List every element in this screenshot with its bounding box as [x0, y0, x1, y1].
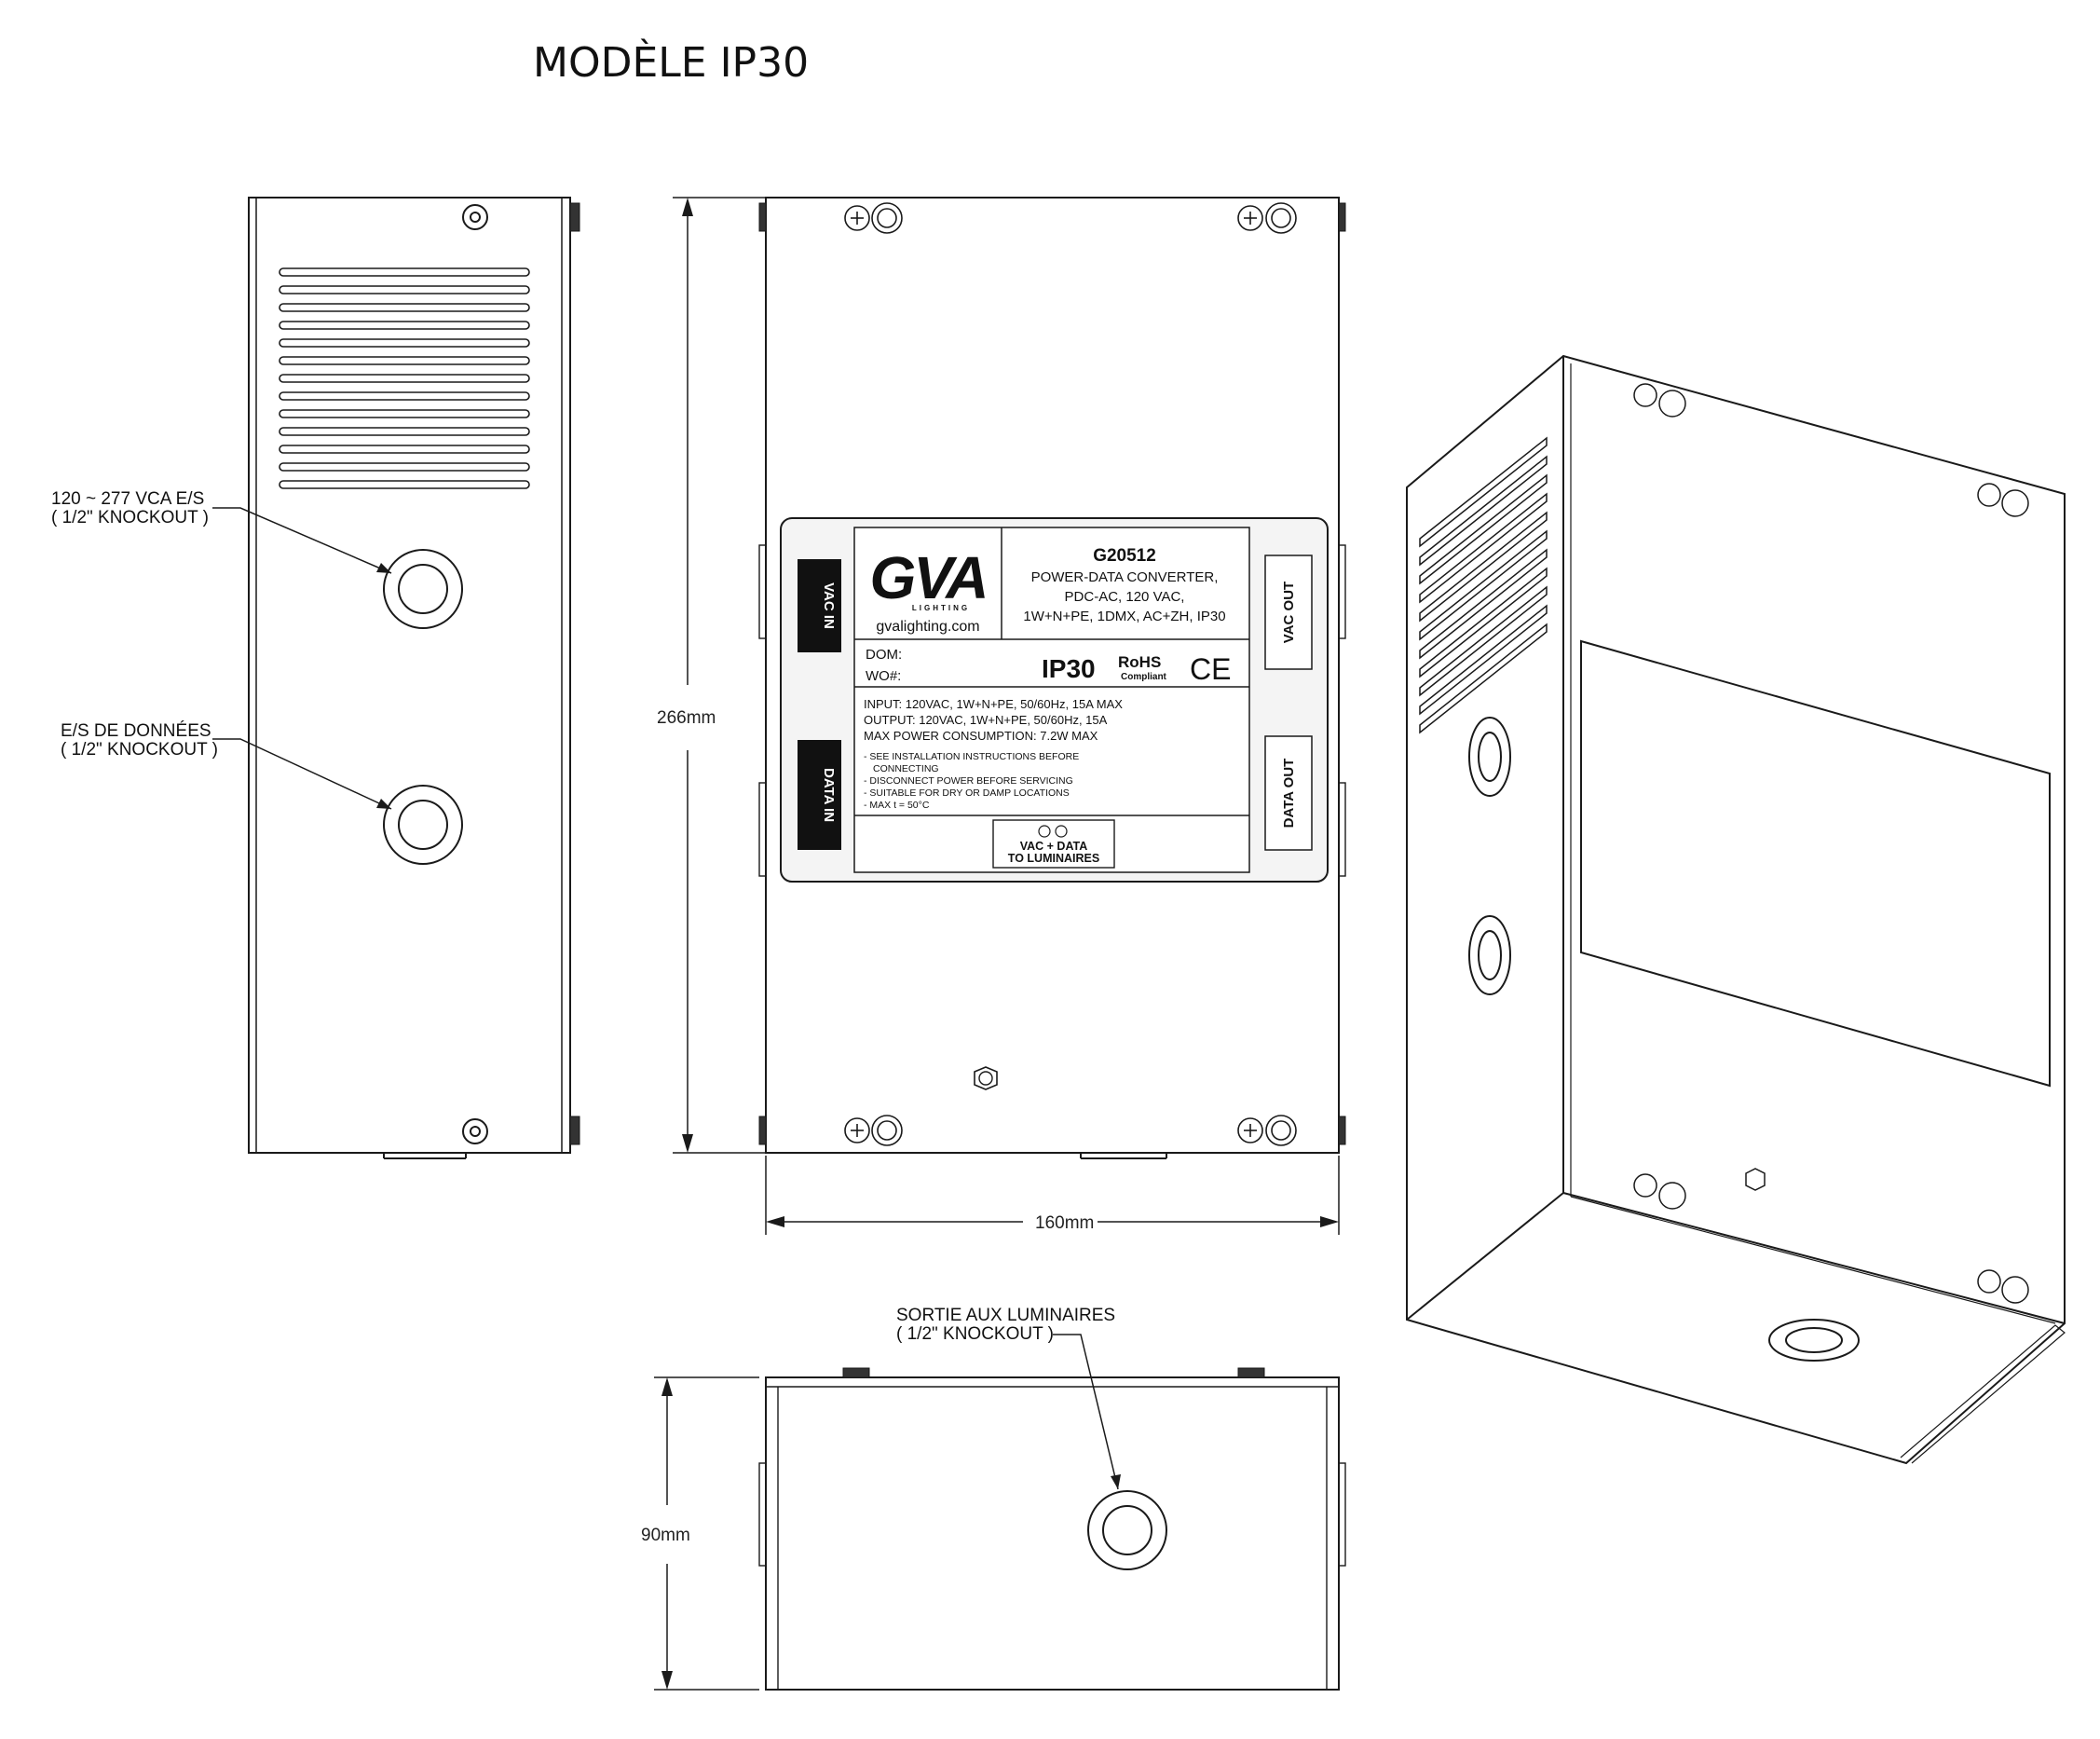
note-1: - SEE INSTALLATION INSTRUCTIONS BEFORE	[864, 751, 1079, 762]
data-symbol-icon	[1055, 825, 1068, 838]
front-view	[758, 197, 1346, 1159]
data-out-tab	[1264, 735, 1313, 851]
vent-slots	[279, 267, 530, 489]
vac-in-tab	[798, 559, 841, 652]
website: gvalighting.com	[876, 619, 979, 635]
side-view-body	[248, 197, 571, 1154]
output-knockout	[1087, 1490, 1167, 1570]
note-3: - SUITABLE FOR DRY OR DAMP LOCATIONS	[864, 787, 1070, 799]
wo-field: WO#:	[866, 668, 901, 684]
width-dimension	[765, 1156, 1340, 1235]
desc-line2: PDC-AC, 120 VAC,	[1065, 589, 1185, 605]
vac-out-tab	[1264, 555, 1313, 670]
iso-vent-slots	[1419, 436, 1548, 734]
ce-mark: CE	[1190, 652, 1231, 686]
output-callout-line2: ( 1/2" KNOCKOUT )	[896, 1324, 1054, 1344]
note-2: - DISCONNECT POWER BEFORE SERVICING	[864, 775, 1073, 787]
rohs-sub: Compliant	[1121, 672, 1167, 682]
output-callout-line1: SORTIE AUX LUMINAIRES	[896, 1306, 1115, 1325]
vac-callout-line2: ( 1/2" KNOCKOUT )	[51, 508, 209, 527]
desc-line3: 1W+N+PE, 1DMX, AC+ZH, IP30	[1023, 609, 1225, 624]
data-out-label: DATA OUT	[1281, 759, 1297, 828]
rohs-mark: RoHS	[1118, 653, 1161, 671]
height-value: 266mm	[657, 708, 716, 728]
note-1b: CONNECTING	[873, 763, 939, 774]
bottom-view	[758, 1334, 1346, 1691]
spec-max: MAX POWER CONSUMPTION: 7.2W MAX	[864, 729, 1098, 743]
bottom-view-body	[765, 1376, 1340, 1691]
height-dimension	[673, 197, 766, 1154]
data-knockout	[383, 785, 463, 865]
side-view	[212, 197, 580, 1159]
spec-output: OUTPUT: 120VAC, 1W+N+PE, 50/60Hz, 15A	[864, 713, 1108, 727]
front-view-body	[765, 197, 1340, 1154]
vac-in-label: VAC IN	[821, 582, 837, 629]
note-4: - MAX t = 50°C	[864, 800, 930, 811]
depth-dimension	[654, 1376, 759, 1691]
gva-logo-sub: LIGHTING	[912, 604, 970, 612]
drawing-title: MODÈLE IP30	[533, 37, 809, 87]
product-label: VAC IN DATA IN VAC OUT DATA OUT GVA LIGH…	[780, 517, 1329, 883]
data-in-label: DATA IN	[821, 768, 837, 822]
vac-out-label: VAC OUT	[1281, 582, 1297, 643]
vac-callout-line1: 120 ~ 277 VCA E/S	[51, 489, 204, 509]
iso-label-recess	[1580, 639, 2051, 1088]
spec-input: INPUT: 120VAC, 1W+N+PE, 50/60Hz, 15A MAX	[864, 697, 1123, 711]
desc-line1: POWER-DATA CONVERTER,	[1031, 569, 1219, 585]
width-value: 160mm	[1035, 1213, 1094, 1233]
data-in-tab	[798, 740, 841, 850]
data-callout-line1: E/S DE DONNÉES	[61, 721, 211, 741]
depth-value: 90mm	[641, 1526, 690, 1545]
dom-field: DOM:	[866, 647, 902, 663]
vac-knockout	[383, 549, 463, 629]
data-callout-line2: ( 1/2" KNOCKOUT )	[61, 740, 218, 760]
isometric-view	[1406, 354, 2066, 1465]
part-number: G20512	[1093, 546, 1156, 566]
bottom-label-line2: TO LUMINAIRES	[1008, 852, 1099, 865]
gva-logo: GVA	[870, 544, 987, 611]
power-symbol-icon	[1038, 825, 1051, 838]
bottom-label-line1: VAC + DATA	[1020, 840, 1088, 853]
keyhole-mount	[844, 202, 1297, 1146]
ip-rating: IP30	[1042, 654, 1096, 683]
